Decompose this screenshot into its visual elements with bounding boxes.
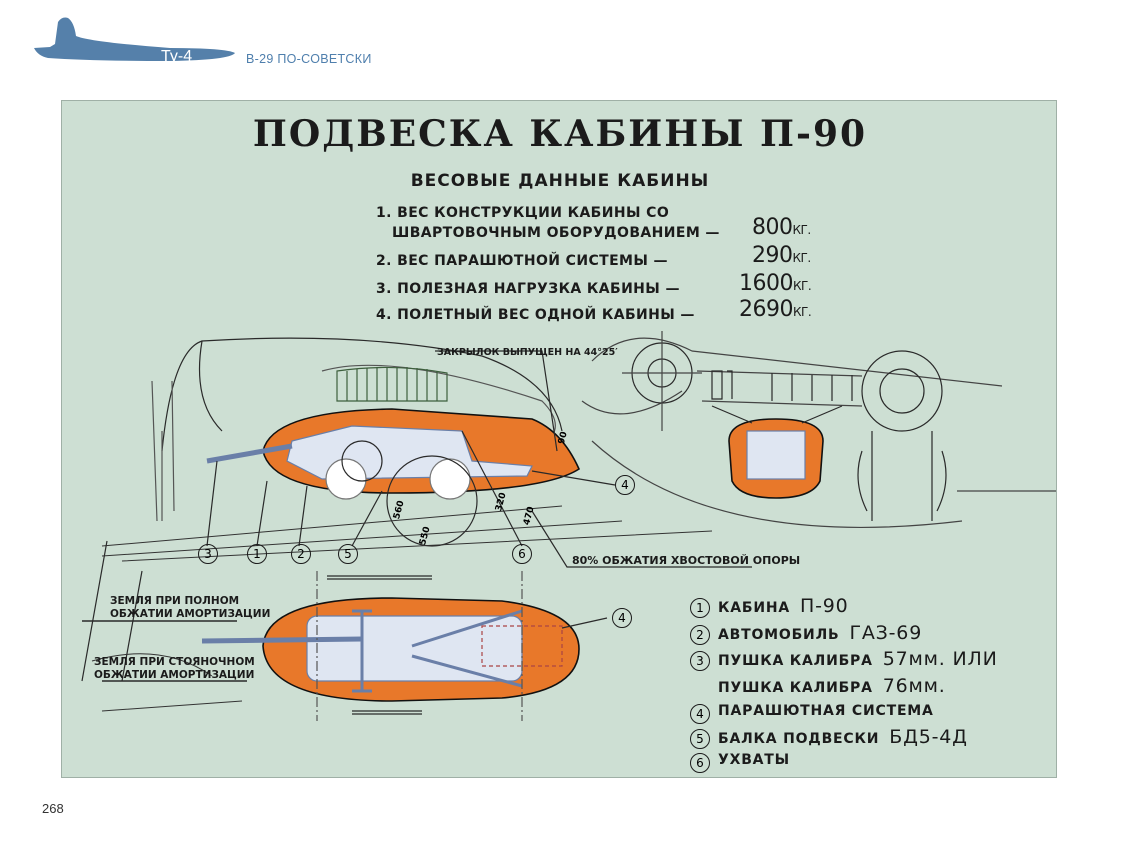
- page-number: 268: [42, 801, 64, 816]
- callout-3: 3: [198, 544, 218, 564]
- header-model: Ту-4: [161, 48, 193, 65]
- legend-num-5: 5: [690, 729, 710, 749]
- weight-4-value: 2690КГ.: [739, 297, 812, 322]
- weight-3-value: 1600КГ.: [739, 271, 812, 296]
- legend-item-6: УХВАТЫ: [718, 752, 790, 768]
- tu4-silhouette-logo: [34, 17, 235, 61]
- callout-5: 5: [338, 544, 358, 564]
- ground-full-line2: ОБЖАТИИ АМОРТИЗАЦИИ: [110, 608, 271, 620]
- weight-1-value: 800КГ.: [752, 215, 811, 240]
- callout-2: 2: [291, 544, 311, 564]
- technical-drawing: [81, 331, 1056, 721]
- weight-2-value: 290КГ.: [752, 243, 811, 268]
- callout-4-side: 4: [615, 475, 635, 495]
- callout-6: 6: [512, 544, 532, 564]
- poster-title: ПОДВЕСКА КАБИНЫ П-90: [252, 113, 868, 155]
- weight-3-label: 3. ПОЛЕЗНАЯ НАГРУЗКА КАБИНЫ —: [376, 281, 680, 297]
- ground-full-line1: ЗЕМЛЯ ПРИ ПОЛНОМ: [110, 595, 240, 607]
- legend-num-4: 4: [690, 704, 710, 724]
- tail-annotation: 80% ОБЖАТИЯ ХВОСТОВОЙ ОПОРЫ: [572, 554, 801, 567]
- legend-num-2: 2: [690, 625, 710, 645]
- legend-num-1: 1: [690, 598, 710, 618]
- weight-2-label: 2. ВЕС ПАРАШЮТНОЙ СИСТЕМЫ —: [376, 253, 668, 269]
- legend-num-6: 6: [690, 753, 710, 773]
- poster: ПОДВЕСКА КАБИНЫ П-90 ВЕСОВЫЕ ДАННЫЕ КАБИ…: [61, 100, 1057, 778]
- callout-1: 1: [247, 544, 267, 564]
- weight-1-line1: 1. ВЕС КОНСТРУКЦИИ КАБИНЫ СО: [376, 205, 670, 221]
- callout-4-top: 4: [612, 608, 632, 628]
- poster-subtitle: ВЕСОВЫЕ ДАННЫЕ КАБИНЫ: [410, 171, 710, 191]
- legend-item-4: ПАРАШЮТНАЯ СИСТЕМА: [718, 703, 934, 719]
- ground-park-line2: ОБЖАТИИ АМОРТИЗАЦИИ: [94, 669, 255, 681]
- ground-park-line1: ЗЕМЛЯ ПРИ СТОЯНОЧНОМ: [94, 656, 255, 668]
- weight-1-line2: ШВАРТОВОЧНЫМ ОБОРУДОВАНИЕМ —: [392, 225, 720, 241]
- header-subtitle: В-29 ПО-СОВЕТСКИ: [246, 52, 372, 66]
- flap-annotation: ЗАКРЫЛОК ВЫПУЩЕН НА 44°25′: [437, 347, 618, 358]
- legend-num-3: 3: [690, 651, 710, 671]
- weight-4-label: 4. ПОЛЕТНЫЙ ВЕС ОДНОЙ КАБИНЫ —: [376, 307, 695, 323]
